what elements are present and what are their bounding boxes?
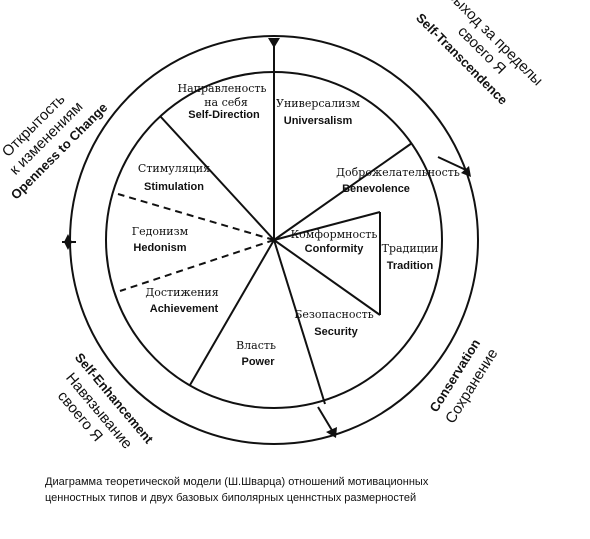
segment-en-label: Conformity [305,243,365,255]
segment-tradition: Традиции Tradition [382,242,439,272]
segment-ru-label: Безопасность [294,308,373,321]
segment-en-label: Stimulation [144,181,204,193]
spoke-lower-left [189,239,275,386]
figure-caption: Диаграмма теоретической модели (Ш.Шварца… [45,474,565,506]
dimension-openness-to-change: Открытость к изменениям Openness to Chan… [0,91,110,203]
segment-en-label: Benevolence [342,183,410,195]
segment-en-label: Tradition [387,260,434,272]
spoke-upper-right [273,142,413,241]
segment-ru-label: Доброжелательность [336,166,460,179]
segment-en-label: Hedonism [133,242,186,254]
dimension-self-transcendence: Выход за пределы своего Я Self-Transcend… [413,0,546,108]
segment-security: Безопасность Security [294,308,373,338]
segment-stimulation: Стимуляция Stimulation [138,162,210,193]
segment-power: Власть Power [236,339,276,368]
caption-line-2: ценностных типов и двух базовых биполярн… [45,492,417,504]
segment-en-label: Security [314,326,358,338]
segment-universalism: Универсализм Universalism [276,97,360,127]
segment-en-label: Self-Direction [188,109,260,121]
segment-benevolence: Доброжелательность Benevolence [336,166,460,195]
boundary-marker-bottom [317,406,337,438]
spoke-dashed-lower [119,239,275,292]
caption-line-1: Диаграмма теоретической модели (Ш.Шварца… [45,476,429,488]
spoke-security [273,239,381,316]
segment-ru-label: Достижения [145,286,218,299]
segment-en-label: Universalism [284,115,353,127]
segment-en-label: Achievement [150,303,219,315]
segment-ru-label: Стимуляция [138,162,210,175]
segment-ru-label-2: на себя [204,96,248,109]
segment-ru-label: Универсализм [276,97,360,110]
segment-ru-label: Гедонизм [132,225,189,238]
segment-conformity: Комформность Conformity [291,228,378,255]
spoke-conformity [273,211,381,241]
segment-self-direction: Направленость на себя Self-Direction [178,82,267,121]
segment-en-label: Power [241,356,275,368]
boundary-marker-left [62,234,76,250]
boundary-marker-top [268,38,280,72]
segment-ru-label: Комформность [291,228,378,241]
spoke-dashed-upper [117,193,275,241]
segment-achievement: Достижения Achievement [145,286,218,315]
spoke-upper-left [159,115,275,241]
segment-ru-label: Традиции [382,242,439,255]
dimension-conservation: Conservation Сохранение [426,336,501,426]
segment-ru-label: Власть [236,339,276,352]
segment-ru-label: Направленость [178,82,267,95]
boundary-marker-right [437,156,471,177]
spoke-bottom [273,239,326,405]
dimension-self-enhancement: Self-Enhancement Навязывание своего Я [54,350,157,453]
segment-hedonism: Гедонизм Hedonism [132,225,189,254]
